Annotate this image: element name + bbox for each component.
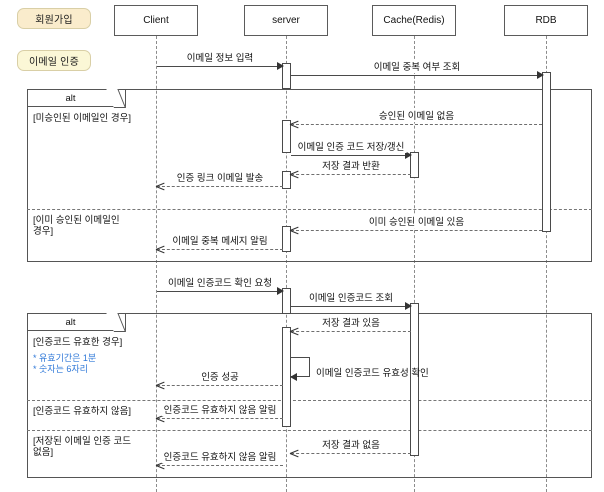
- message-label: 승인된 이메일 없음: [376, 108, 457, 122]
- message-line: [157, 385, 283, 386]
- message-line: [291, 75, 543, 76]
- alt-fragment-2-operator: alt: [65, 316, 76, 328]
- message-label: 이메일 인증코드 조회: [307, 290, 395, 304]
- message-line: [291, 174, 411, 175]
- message-label: 이메일 인증코드 확인 요청: [165, 275, 275, 289]
- message-label: 이메일 정보 입력: [184, 50, 256, 64]
- participant-head-cache: Cache(Redis): [372, 5, 456, 36]
- lifeline-server: [286, 36, 287, 492]
- message-line: [157, 418, 283, 419]
- phase-badge-email-verify-label: 이메일 인증: [29, 57, 79, 68]
- message-label: 이메일 인증 코드 저장/갱신: [295, 139, 407, 153]
- alt-fragment-1-divider: [27, 209, 592, 210]
- message-line: [291, 230, 542, 231]
- arrowhead-open-left-icon: [156, 181, 165, 191]
- message-line: [157, 249, 283, 250]
- arrowhead-open-left-icon: [290, 169, 299, 179]
- message-line: [157, 465, 283, 466]
- lifeline-rdb: [546, 36, 547, 492]
- alt-fragment-2-guard-3: [저장된 이메일 인증 코드 없음]: [33, 436, 131, 458]
- participant-label-rdb: RDB: [535, 15, 557, 26]
- alt-fragment-1-guard-2: [이미 승인된 이메일인 경우]: [33, 215, 120, 237]
- alt-fragment-2-tab: alt: [28, 313, 126, 332]
- alt-fragment-1-tab: alt: [28, 89, 126, 108]
- message-line: [157, 291, 283, 292]
- message-line: [291, 155, 411, 156]
- participant-label-server: server: [272, 15, 300, 26]
- arrowhead-filled-right-icon: [277, 62, 284, 70]
- arrowhead-filled-right-icon: [405, 302, 412, 310]
- message-label: 인증코드 유효하지 않음 알림: [161, 402, 279, 416]
- activation-server-3: [282, 171, 291, 189]
- alt-fragment-2-guard-1: [인증코드 유효한 경우]: [33, 337, 123, 348]
- message-line: [291, 453, 411, 454]
- activation-cache-2: [410, 303, 419, 456]
- phase-badge-signup-label: 회원가입: [35, 15, 73, 26]
- arrowhead-filled-right-icon: [277, 287, 284, 295]
- message-label: 이메일 인증코드 유효성 확인: [316, 368, 429, 379]
- activation-server-5: [282, 288, 291, 314]
- message-line: [157, 186, 283, 187]
- alt-fragment-2-note-1: * 유효기간은 1분: [33, 353, 97, 363]
- message-line: [157, 66, 283, 67]
- lifeline-cache: [414, 36, 415, 492]
- message-label: 인증 링크 이메일 발송: [174, 170, 266, 184]
- alt-fragment-2-divider-1: [27, 400, 592, 401]
- message-label: 저장 결과 반환: [320, 158, 382, 172]
- arrowhead-open-left-icon: [290, 448, 299, 458]
- alt-fragment-2-guard-2: [인증코드 유효하지 않음]: [33, 406, 131, 417]
- message-label: 인증코드 유효하지 않음 알림: [161, 449, 279, 463]
- arrowhead-open-left-icon: [156, 244, 165, 254]
- arrowhead-filled-right-icon: [537, 71, 544, 79]
- arrowhead-filled-left-icon: [290, 373, 297, 381]
- arrowhead-open-left-icon: [290, 119, 299, 129]
- activation-server-1: [282, 63, 291, 89]
- activation-rdb-1: [542, 72, 551, 232]
- activation-cache-1: [410, 152, 419, 178]
- activation-server-2: [282, 120, 291, 153]
- message-validate-verification-code: 이메일 인증코드 유효성 확인: [290, 357, 429, 381]
- self-message-loop: [291, 357, 310, 377]
- message-label: 저장 결과 없음: [320, 437, 382, 451]
- message-line: [291, 331, 411, 332]
- alt-fragment-2-divider-2: [27, 430, 592, 431]
- arrowhead-open-left-icon: [290, 326, 299, 336]
- arrowhead-filled-right-icon: [405, 151, 412, 159]
- message-line: [291, 124, 542, 125]
- alt-fragment-1-guard-1: [미승인된 이메일인 경우]: [33, 113, 131, 124]
- message-label: 저장 결과 있음: [320, 315, 382, 329]
- lifeline-client: [156, 36, 157, 492]
- arrowhead-open-left-icon: [156, 380, 165, 390]
- message-label: 인증 성공: [199, 369, 241, 383]
- phase-badge-email-verify: 이메일 인증: [17, 50, 91, 71]
- alt-fragment-1-operator: alt: [65, 92, 76, 104]
- arrowhead-open-left-icon: [290, 225, 299, 235]
- message-label: 이미 승인된 이메일 있음: [366, 214, 467, 228]
- alt-fragment-1: alt: [27, 89, 592, 262]
- participant-head-rdb: RDB: [504, 5, 588, 36]
- participant-head-client: Client: [114, 5, 198, 36]
- message-label: 이메일 중복 메세지 알림: [170, 233, 270, 247]
- phase-badge-signup: 회원가입: [17, 8, 91, 29]
- alt-fragment-2: alt: [27, 313, 592, 478]
- activation-server-4: [282, 226, 291, 252]
- participant-label-client: Client: [143, 15, 169, 26]
- alt-fragment-2-note-2: * 숫자는 6자리: [33, 364, 88, 374]
- message-line: [291, 306, 411, 307]
- participant-label-cache: Cache(Redis): [383, 15, 445, 26]
- participant-head-server: server: [244, 5, 328, 36]
- message-label: 이메일 중복 여부 조회: [371, 59, 463, 73]
